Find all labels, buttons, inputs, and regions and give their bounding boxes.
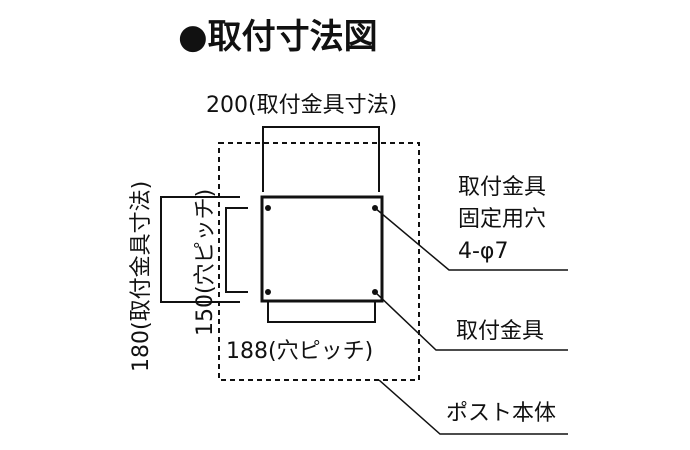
dimension-bottom-bracket [267,302,376,323]
callout-holes-line1: 取付金具 [458,175,546,200]
fixing-hole-top-left [265,205,271,211]
leader-line-bracket [374,291,568,351]
post-body-outline [218,142,420,381]
fixing-hole-bottom-left [265,289,271,295]
dimension-left-outer-bracket [160,196,240,303]
dimension-bottom-label: 188(穴ピッチ) [226,339,373,364]
callout-holes-line2: 固定用穴 [458,207,546,232]
callout-bracket-label: 取付金具 [456,319,544,344]
diagram-title: ●取付寸法図 [178,17,378,57]
dimension-top-label: 200(取付金具寸法) [206,93,397,118]
dimension-left-inner-bracket [225,207,248,293]
dimension-left-outer-label: 180(取付金具寸法) [129,181,154,372]
fixing-holes [265,205,378,295]
dimension-left-inner-label: 150(穴ピッチ) [193,189,218,336]
mounting-bracket-plate [260,195,384,303]
callout-holes-line3: 4-φ7 [458,239,508,264]
callout-post-label: ポスト本体 [446,401,556,426]
leader-line-post [378,379,568,435]
leader-line-holes [374,207,568,271]
dimension-top-bracket [262,126,380,192]
